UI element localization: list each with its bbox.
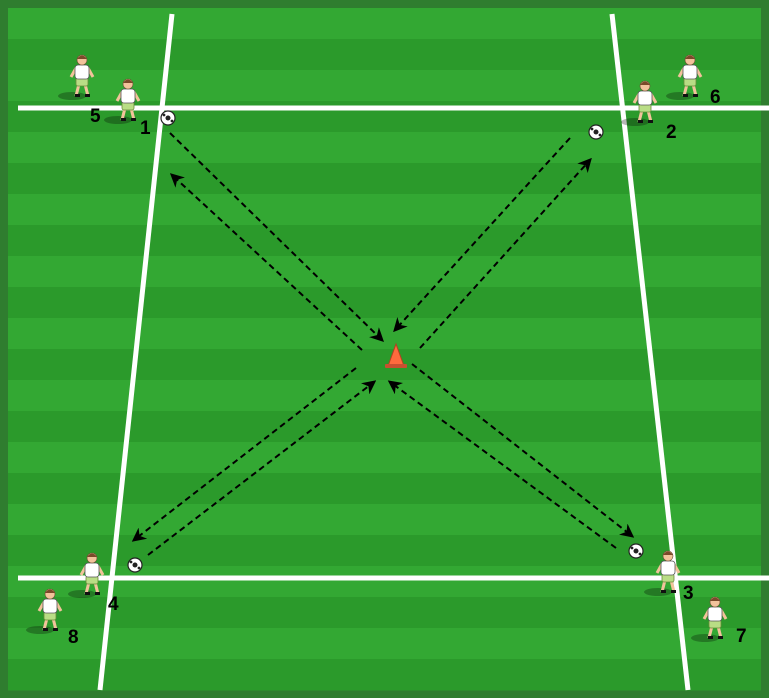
grass-stripe (8, 8, 761, 40)
grass-stripe (8, 597, 761, 629)
player-number-4: 4 (108, 594, 119, 615)
soccer-ball-icon (589, 125, 603, 139)
grass-stripe (8, 659, 761, 691)
player-number-6: 6 (710, 87, 721, 108)
grass-stripe (8, 39, 761, 71)
player-number-3: 3 (683, 583, 694, 604)
grass-stripe (8, 380, 761, 412)
player-number-8: 8 (68, 627, 79, 648)
grass-stripe (8, 411, 761, 443)
grass-stripe (8, 256, 761, 288)
grass-stripe (8, 132, 761, 164)
player-number-7: 7 (736, 626, 747, 647)
player-number-2: 2 (666, 122, 677, 143)
player-number-5: 5 (90, 106, 101, 127)
grass-stripe (8, 535, 761, 567)
grass-stripe (8, 163, 761, 195)
player-number-1: 1 (140, 118, 151, 139)
grass-stripe (8, 628, 761, 660)
soccer-ball-icon (629, 544, 643, 558)
soccer-ball-icon (128, 558, 142, 572)
soccer-ball-icon (161, 111, 175, 125)
grass-stripe (8, 194, 761, 226)
grass-stripe (8, 225, 761, 257)
grass-stripe (8, 442, 761, 474)
